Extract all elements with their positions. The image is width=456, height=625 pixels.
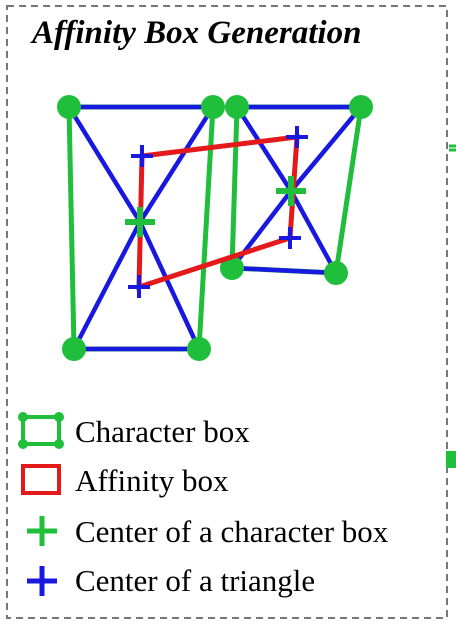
corner-dot	[220, 256, 244, 280]
diagram-title: Affinity Box Generation	[30, 15, 361, 51]
edge-mark-bottom	[446, 451, 456, 468]
triangle-center-plus	[128, 275, 150, 298]
legend-triangle-center-label: Center of a triangle	[75, 563, 315, 598]
legend-char-center-icon	[27, 516, 57, 546]
triangle-top-1	[66, 104, 216, 225]
corner-dot	[324, 261, 348, 285]
triangle-bottom-2	[229, 188, 339, 276]
corner-dot	[57, 95, 81, 119]
triangle-center-plus	[279, 227, 301, 249]
corner-dot	[187, 337, 211, 361]
triangle-center-plus	[131, 145, 153, 167]
triangle-bottom-1	[71, 219, 202, 352]
character-center-plus	[125, 207, 155, 237]
character-center-plus	[276, 176, 306, 206]
edge-mark-top	[449, 144, 456, 152]
legend-triangle-center-icon	[27, 566, 57, 596]
legend-character-box-label: Character box	[75, 414, 250, 449]
triangle-center-plus	[286, 126, 308, 148]
legend-affinity-box-icon	[21, 464, 61, 495]
corner-dot	[349, 95, 373, 119]
corner-dot	[225, 95, 249, 119]
corner-dot	[62, 337, 86, 361]
dashed-frame	[6, 5, 448, 619]
legend-character-box-icon	[18, 412, 64, 449]
triangle-top-2	[234, 104, 364, 194]
corner-dot	[201, 95, 225, 119]
legend-affinity-box-label: Affinity box	[75, 463, 229, 498]
legend-char-center-label: Center of a character box	[75, 514, 389, 549]
